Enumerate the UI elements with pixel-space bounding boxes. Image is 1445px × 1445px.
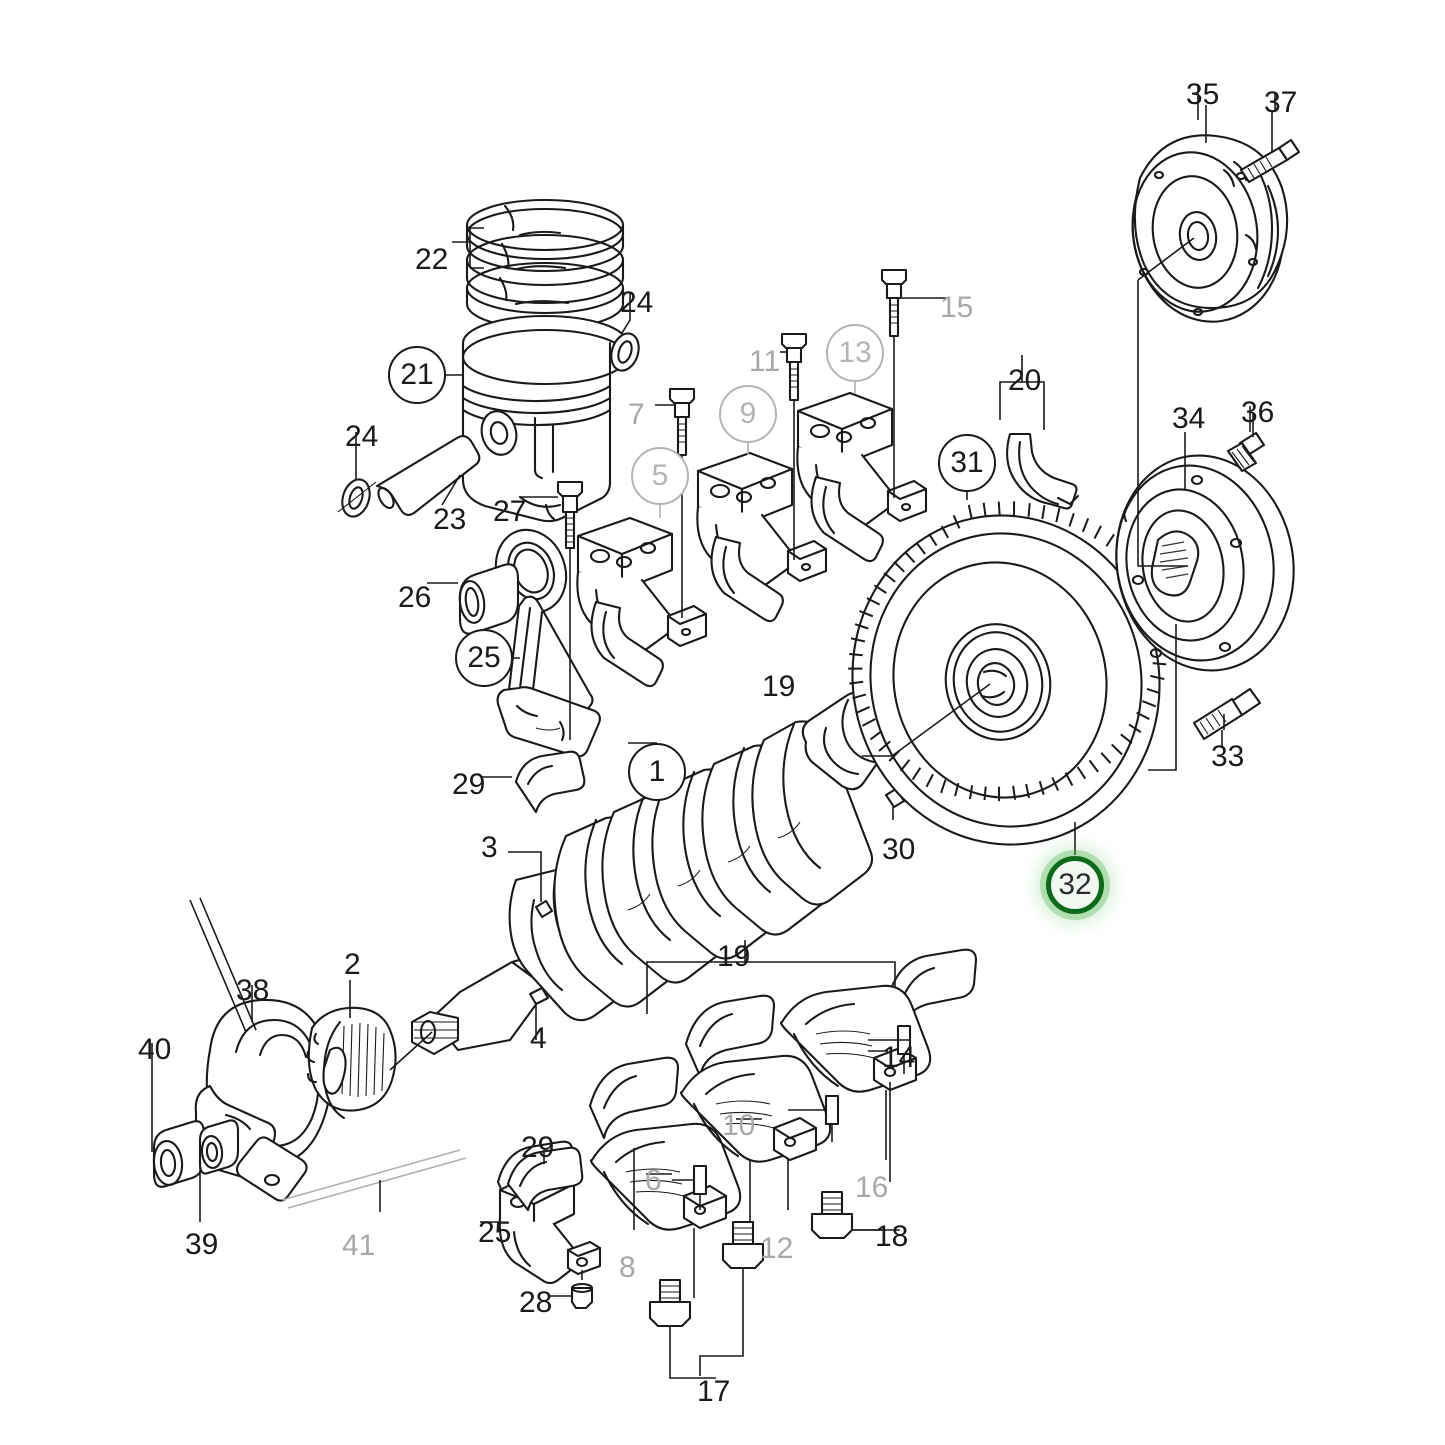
part-label-woodruff-key-rear[interactable]: 3 xyxy=(481,831,498,864)
callout-flywheel[interactable]: 32 xyxy=(1046,856,1104,914)
callout-crankshaft[interactable]: 1 xyxy=(628,743,686,801)
callout-ring-gear[interactable]: 31 xyxy=(938,434,996,492)
part-label-torque-converter[interactable]: 35 xyxy=(1186,78,1220,111)
conrod-cap-group-2 xyxy=(696,451,828,623)
drive-plate-screw-36-drawing xyxy=(1226,412,1266,473)
part-label-main-bearing-cap-1[interactable]: 8 xyxy=(619,1251,636,1284)
conrod-bolt-7-drawing xyxy=(668,387,696,618)
main-cap-bolt-right xyxy=(810,1190,900,1240)
circlip-left-drawing xyxy=(337,478,377,518)
torque-converter-bolt-37-drawing xyxy=(1239,112,1301,184)
thrust-washer-29-lower xyxy=(506,1146,584,1212)
dowel-pin-10-drawing xyxy=(788,1094,840,1142)
part-label-drive-belt[interactable]: 41 xyxy=(342,1229,376,1262)
small-end-bushing-drawing xyxy=(458,563,520,635)
part-label-piston-pin[interactable]: 23 xyxy=(433,503,467,536)
woodruff-key-3-drawing xyxy=(508,851,554,919)
part-label-connecting-rod-bolt-2[interactable]: 11 xyxy=(749,345,781,378)
part-label-nut[interactable]: 28 xyxy=(519,1286,553,1319)
conrod-cap-group-1 xyxy=(576,516,708,688)
part-label-connecting-rod-lower[interactable]: 25 xyxy=(478,1216,512,1249)
flywheel-drawing xyxy=(848,501,1169,846)
main-bearing-cap-c xyxy=(779,984,932,1182)
dowel-pin-6-drawing xyxy=(672,1164,708,1210)
part-label-circlip-left[interactable]: 24 xyxy=(345,420,379,453)
part-label-main-bearing-cap-front[interactable]: 6 xyxy=(645,1164,662,1197)
part-label-thrust-washer[interactable]: 20 xyxy=(1008,364,1042,397)
part-label-drive-plate-bolt[interactable]: 33 xyxy=(1211,740,1245,773)
torque-converter-drawing xyxy=(1131,105,1289,323)
circlip-right-drawing xyxy=(610,332,640,372)
part-label-thrust-washer-upper[interactable]: 29 xyxy=(452,768,486,801)
dowel-pin-14-drawing xyxy=(868,1024,912,1074)
part-label-timing-gear[interactable]: 2 xyxy=(344,948,361,981)
part-label-woodruff-key-front[interactable]: 4 xyxy=(530,1022,547,1055)
part-label-dowel-pin-2[interactable]: 14 xyxy=(882,1041,916,1074)
conrod-cap-group-3 xyxy=(796,391,928,563)
conrod-bolt-15-drawing xyxy=(880,268,908,498)
part-label-circlip-right[interactable]: 24 xyxy=(620,286,654,319)
part-label-pulley-bolt[interactable]: 40 xyxy=(138,1033,172,1066)
part-label-bearing-shell-set-upper[interactable]: 19 xyxy=(762,670,796,703)
main-bearing-cap-a xyxy=(589,1122,742,1298)
callout-connecting-rod-cap-1[interactable]: 5 xyxy=(631,447,689,505)
piston-drawing xyxy=(461,314,629,523)
part-label-connecting-rod-bolt[interactable]: 27 xyxy=(493,495,527,528)
connecting-rod-bolt-drawing xyxy=(556,480,584,740)
callout-connecting-rod-cap-2[interactable]: 9 xyxy=(719,385,777,443)
part-label-dowel-pin-flywheel[interactable]: 30 xyxy=(882,833,916,866)
part-label-bearing-shell-set-lower[interactable]: 19 xyxy=(717,940,751,973)
piston-ring-set-drawing xyxy=(465,198,625,331)
main-cap-bolt-left xyxy=(648,1278,716,1379)
part-label-crankshaft-pulley[interactable]: 38 xyxy=(236,974,270,1007)
drive-plate-drawing xyxy=(1115,280,1295,771)
part-label-piston-ring-set[interactable]: 22 xyxy=(415,243,449,276)
part-label-main-bearing-cap-3[interactable]: 16 xyxy=(855,1171,889,1204)
part-label-connecting-rod-bolt-1[interactable]: 7 xyxy=(628,398,645,431)
piston-pin-drawing xyxy=(375,435,481,516)
part-label-torque-converter-bolt[interactable]: 37 xyxy=(1264,86,1298,119)
part-label-main-bearing-cap-bolt[interactable]: 18 xyxy=(875,1220,909,1253)
crankshaft-drawing xyxy=(410,691,897,1056)
conrod-bolt-11-drawing xyxy=(780,332,808,560)
thrust-washer-20-drawing xyxy=(1006,432,1080,510)
part-label-small-end-bushing[interactable]: 26 xyxy=(398,581,432,614)
part-label-main-bearing-cap-bolt-set[interactable]: 17 xyxy=(697,1375,731,1408)
part-label-pulley-hub[interactable]: 39 xyxy=(185,1228,219,1261)
woodruff-key-4-drawing xyxy=(528,986,550,1040)
part-label-drive-plate-screw[interactable]: 36 xyxy=(1241,396,1275,429)
part-label-thrust-washer-lower[interactable]: 29 xyxy=(521,1131,555,1164)
crankshaft-pulley-drawing xyxy=(152,897,467,1212)
callout-connecting-rod-cap-3[interactable]: 13 xyxy=(826,324,884,382)
part-label-main-bearing-cap-2[interactable]: 12 xyxy=(760,1232,794,1265)
connecting-rod-drawing xyxy=(494,528,601,758)
drive-plate-bolt-33-drawing xyxy=(1192,687,1262,741)
callout-connecting-rod[interactable]: 25 xyxy=(455,629,513,687)
callout-piston[interactable]: 21 xyxy=(388,346,446,404)
main-cap-bolt-mid xyxy=(699,1220,765,1376)
part-label-dowel-pin-1[interactable]: 10 xyxy=(722,1109,756,1142)
thrust-washer-29-upper xyxy=(482,750,586,814)
part-label-drive-plate[interactable]: 34 xyxy=(1172,402,1206,435)
timing-gear-2-drawing xyxy=(306,980,433,1120)
part-label-connecting-rod-bolt-3[interactable]: 15 xyxy=(940,291,974,324)
main-bearing-cap-b xyxy=(679,1054,832,1240)
